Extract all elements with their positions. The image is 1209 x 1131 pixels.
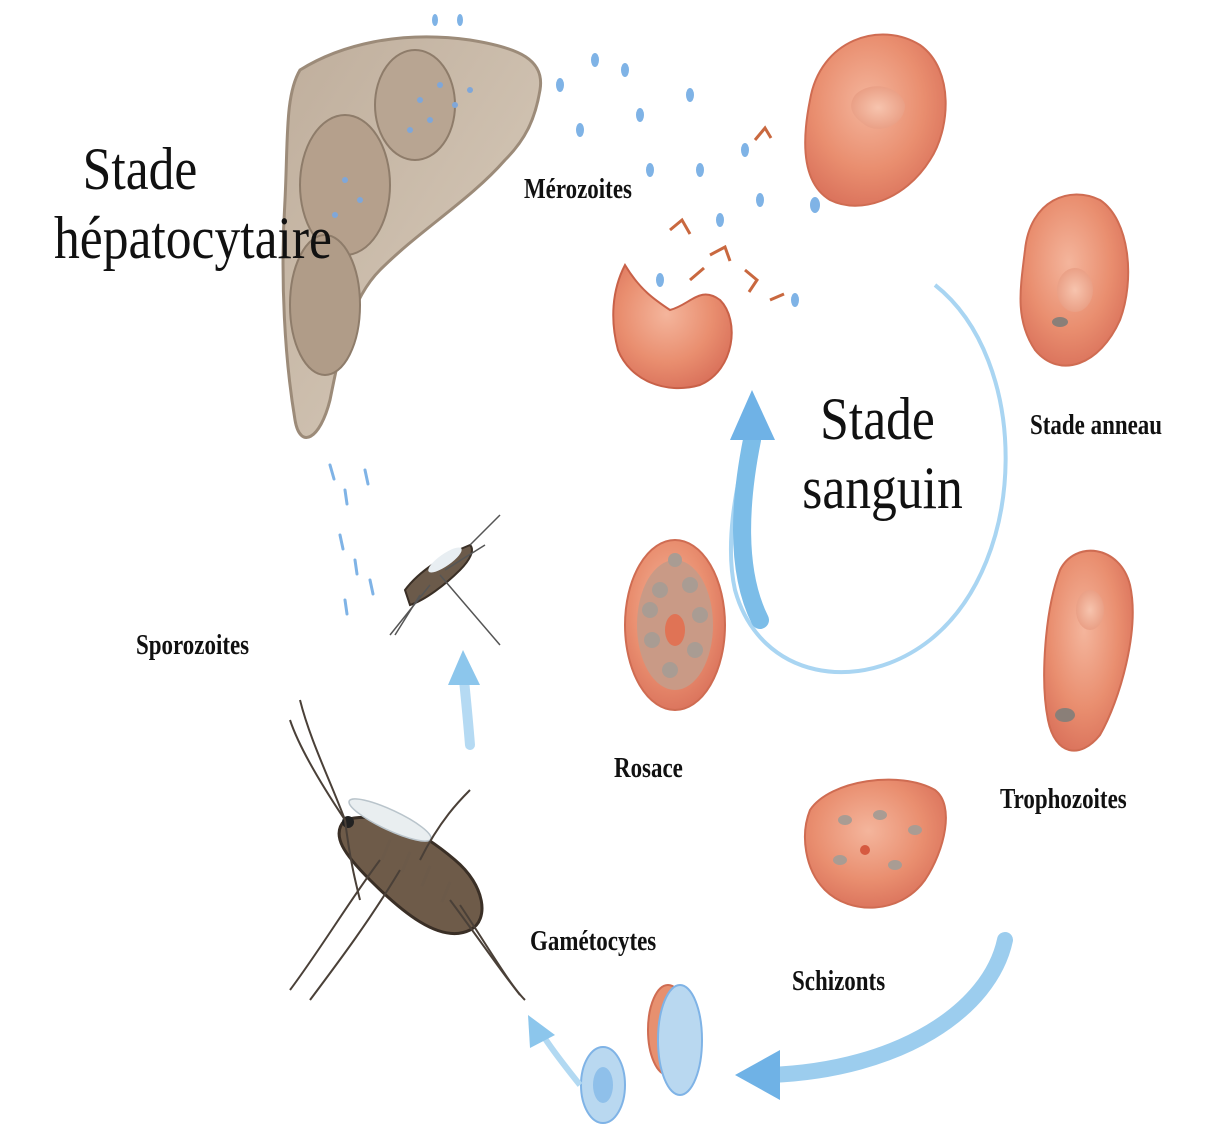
hepatic-stage-line-1: Stade bbox=[54, 135, 226, 204]
small-mosquito-illustration bbox=[390, 515, 500, 645]
trophozoites-label: Trophozoites bbox=[1000, 786, 1127, 814]
hepatic-stage-line-2: hépatocytaire bbox=[54, 204, 226, 273]
sporozoite-arrow bbox=[448, 650, 480, 745]
large-mosquito-illustration bbox=[290, 700, 525, 1000]
ring-stage-label: Stade anneau bbox=[1030, 412, 1162, 440]
merozoites-label: Mérozoites bbox=[524, 176, 632, 204]
hepatic-stage-label: Stade hépatocytaire bbox=[54, 135, 226, 273]
gametocyte-cells bbox=[581, 985, 702, 1123]
rosace-cell bbox=[625, 540, 725, 710]
sporozoite-particles bbox=[330, 465, 373, 614]
trophozoite-cell bbox=[1044, 551, 1132, 751]
sporozoites-label: Sporozoites bbox=[136, 632, 249, 660]
schizont-cell bbox=[805, 780, 946, 908]
rosace-label: Rosace bbox=[614, 755, 683, 783]
blood-stage-label: Stade sanguin bbox=[802, 385, 953, 523]
red-blood-cell-top bbox=[805, 34, 945, 205]
blood-stage-line-1: Stade bbox=[802, 385, 953, 454]
gametocytes-label: Gamétocytes bbox=[530, 928, 656, 956]
schizonts-label: Schizonts bbox=[792, 968, 885, 996]
ring-stage-cell bbox=[1021, 194, 1129, 365]
blood-stage-line-2: sanguin bbox=[802, 454, 953, 523]
